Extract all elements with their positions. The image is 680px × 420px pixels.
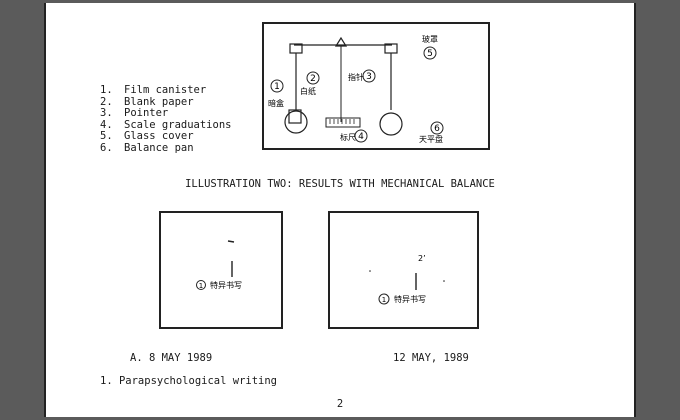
footnote: 1. Parapsychological writing [100, 375, 278, 387]
diagram-label-scale: 标尺 [340, 132, 356, 142]
legend-item-text: Scale graduations [124, 118, 232, 131]
document-page: 1 2 3 4 5 6 暗盒 白纸 指针 标尺 玻罩 天平盘 1. Film c… [44, 3, 636, 417]
result-photo-b: 2’ 1 特异书写 [328, 211, 479, 329]
legend-item-number: 4. [100, 118, 113, 131]
diagram-num-1: 1 [274, 82, 280, 92]
photo-a-marker: 1 [199, 282, 203, 290]
legend-item: 5. Glass cover [100, 131, 231, 143]
legend-item-text: Glass cover [124, 130, 194, 143]
legend-item-text: Balance pan [124, 141, 194, 154]
photo-a-text: 特异书写 [210, 280, 242, 290]
result-photo-b-drawing: 2’ 1 特异书写 [369, 254, 445, 305]
photo-a-date-label: A. 8 MAY 1989 [130, 352, 213, 364]
legend-item-number: 2. [100, 95, 113, 108]
photo-b-date-label: 12 MAY, 1989 [393, 352, 469, 364]
diagram-label-canister: 暗盒 [268, 98, 284, 108]
diagram-num-4: 4 [358, 132, 364, 142]
legend-item-number: 3. [100, 107, 113, 120]
result-photo-a: 1 特异书写 [159, 211, 283, 329]
diagram-num-2: 2 [310, 74, 316, 84]
balance-diagram-drawing: 1 2 3 4 5 6 暗盒 白纸 指针 标尺 玻罩 天平盘 [268, 34, 444, 144]
legend-item-number: 1. [100, 84, 113, 96]
legend-item-text: Film canister [124, 84, 207, 96]
legend-item: 2. Blank paper [100, 95, 231, 109]
page-number: 2 [336, 398, 344, 410]
diagram-num-3: 3 [366, 72, 372, 82]
legend-item-text: Blank paper [124, 95, 194, 108]
diagram-label-paper: 白纸 [300, 86, 316, 96]
balance-diagram: 1 2 3 4 5 6 暗盒 白纸 指针 标尺 玻罩 天平盘 [262, 22, 490, 150]
legend-item: 4. Scale graduations [100, 118, 232, 132]
legend-item: 3. Pointer [100, 108, 231, 120]
legend-item: 1. Film canister [100, 84, 231, 97]
illustration-caption: ILLUSTRATION TWO: RESULTS WITH MECHANICA… [185, 178, 495, 190]
photo-b-marker: 1 [382, 296, 386, 304]
diagram-legend: 1. Film canister 2. Blank paper 3. Point… [100, 84, 232, 155]
legend-item-text: Pointer [124, 107, 169, 120]
legend-item: 6. Balance pan [100, 141, 231, 155]
result-photo-a-drawing: 1 特异书写 [196, 240, 242, 290]
photo-b-text: 特异书写 [394, 294, 426, 304]
diagram-num-6: 6 [434, 124, 440, 134]
legend-item-number: 5. [100, 130, 113, 143]
diagram-label-glass: 玻罩 [422, 34, 438, 44]
diagram-label-pan: 天平盘 [419, 134, 443, 144]
legend-item-number: 6. [100, 141, 113, 154]
diagram-num-5: 5 [427, 49, 433, 59]
photo-b-mark: 2’ [418, 254, 426, 263]
diagram-label-pointer: 指针 [348, 72, 364, 82]
